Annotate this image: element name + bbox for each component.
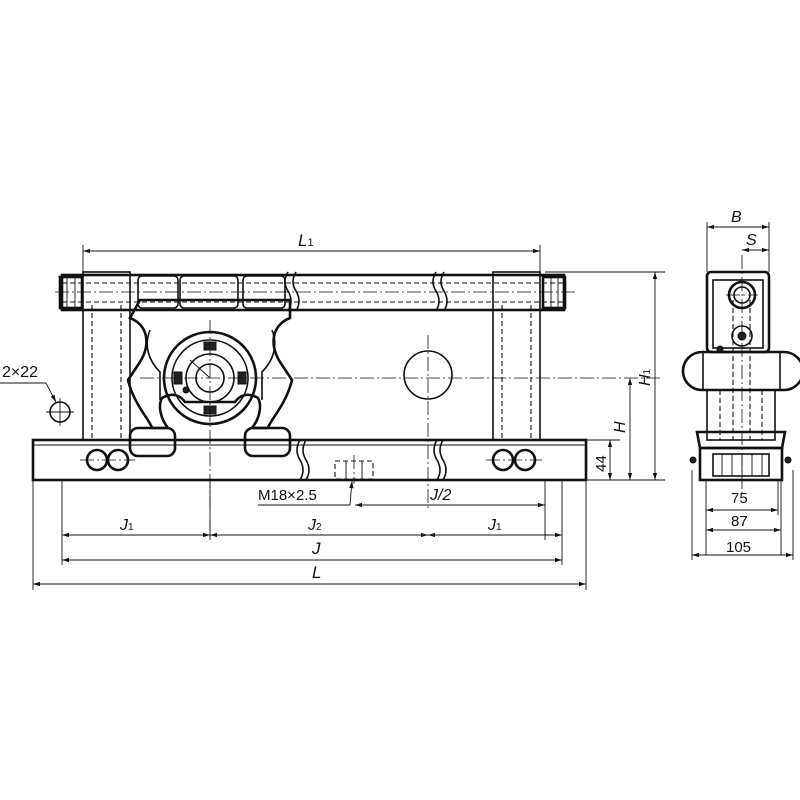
dim-105: 105 xyxy=(691,470,794,560)
dim-J-half: J/2 xyxy=(355,487,545,508)
base-rail xyxy=(31,438,588,484)
side-dimensions: B S 75 87 105 xyxy=(691,209,794,560)
dim-44: 44 xyxy=(586,439,665,481)
front-dimensions: L1 H1 H 44 J/2 xyxy=(32,231,665,590)
dim-J1-left-label: J1 xyxy=(119,517,134,534)
shaft-section xyxy=(403,350,453,400)
mounting-holes xyxy=(80,448,542,472)
thread-label: M18×2.5 xyxy=(258,487,317,504)
thread-callout: M18×2.5 xyxy=(258,480,354,506)
front-view: 2×22 M18×2.5 xyxy=(0,271,660,540)
bolt-hole-label: 2×22 xyxy=(2,364,38,381)
dim-J1-J2-J1: J1 J2 J1 xyxy=(61,480,563,565)
dim-L-label: L xyxy=(312,563,321,582)
dim-B: B xyxy=(706,209,770,272)
dim-J-label: J xyxy=(311,539,321,558)
dim-105-label: 105 xyxy=(726,539,751,556)
dim-H: H xyxy=(612,378,633,480)
dim-J2-label: J2 xyxy=(307,517,322,534)
dim-S: S xyxy=(742,232,769,253)
dim-87-label: 87 xyxy=(731,513,748,530)
side-frames xyxy=(82,271,541,441)
side-view xyxy=(681,255,800,495)
dim-44-label: 44 xyxy=(593,455,610,472)
thread-hole xyxy=(334,455,374,484)
bearing-housing xyxy=(126,275,294,458)
dim-75: 75 xyxy=(705,480,779,555)
dim-L1: L1 xyxy=(82,231,541,272)
dim-L1-label: L1 xyxy=(298,231,314,250)
dim-H1-label: H1 xyxy=(637,368,654,386)
dim-L: L xyxy=(32,480,587,590)
dim-J-half-label: J/2 xyxy=(429,487,451,504)
dim-J: J xyxy=(62,539,562,563)
dim-B-label: B xyxy=(731,209,742,226)
dim-S-label: S xyxy=(746,232,757,249)
dim-H-label: H xyxy=(612,421,629,433)
center-lines xyxy=(140,320,660,540)
dim-87: 87 xyxy=(706,480,782,555)
top-guide-bar xyxy=(55,271,575,312)
dim-H1: H1 xyxy=(545,271,665,480)
bolt-hole-symbol: 2×22 xyxy=(0,364,74,426)
dim-75-label: 75 xyxy=(731,490,748,507)
dim-J1-right-label: J1 xyxy=(487,517,502,534)
